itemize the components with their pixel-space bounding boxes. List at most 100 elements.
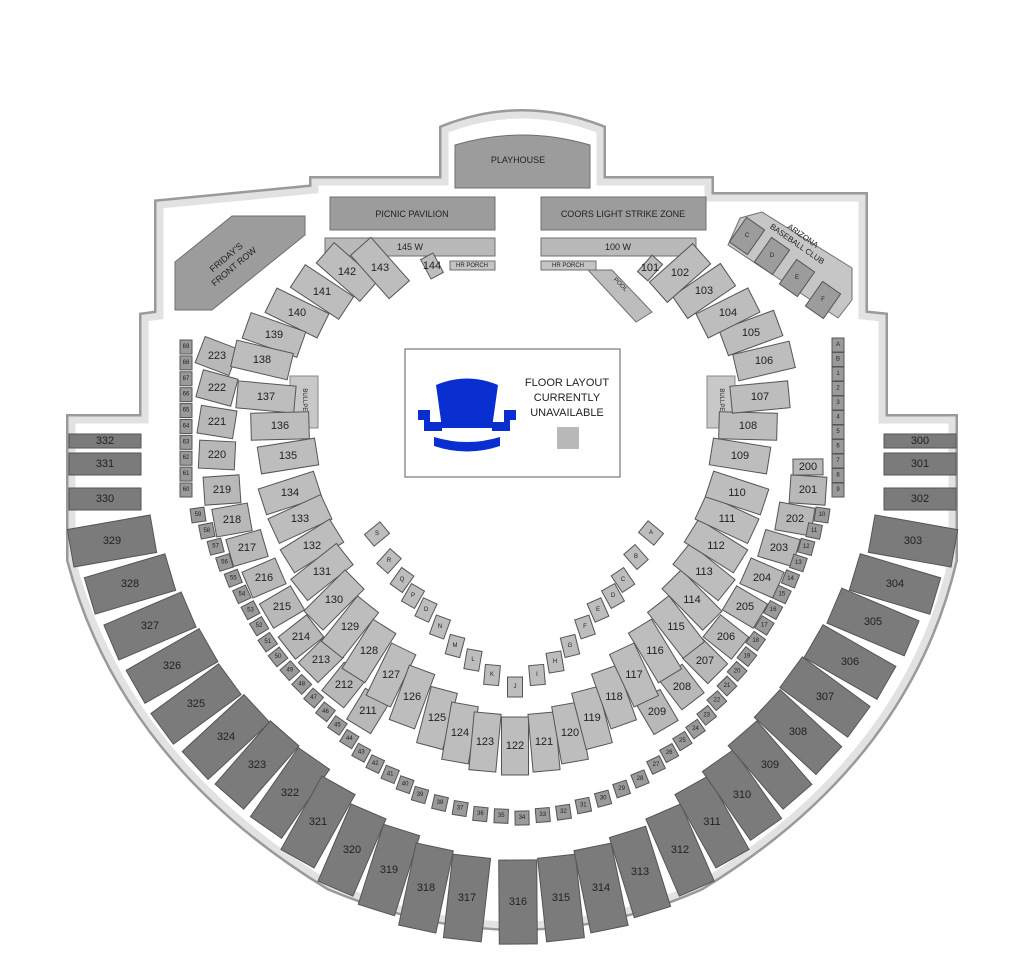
section-box-I[interactable]: I (528, 663, 546, 687)
section-shape[interactable] (695, 287, 761, 339)
section-309[interactable]: 309 (727, 720, 813, 810)
section-box-E[interactable]: E (586, 597, 610, 623)
section-shape[interactable] (774, 501, 816, 537)
suite-59[interactable]: 59 (189, 506, 207, 524)
section-118[interactable]: 118 (590, 664, 638, 730)
section-shape[interactable] (351, 742, 372, 763)
section-shape[interactable] (867, 514, 959, 568)
section-box-R[interactable]: R (376, 547, 402, 575)
section-131[interactable]: 131 (290, 542, 354, 602)
section-shape[interactable] (428, 614, 452, 640)
section-313[interactable]: 313 (608, 825, 672, 919)
section-shape[interactable] (716, 675, 738, 697)
section-shape[interactable] (483, 663, 501, 687)
suite-17[interactable]: 17 (754, 615, 775, 636)
section-shape[interactable] (267, 493, 333, 545)
section-125[interactable]: 125 (415, 685, 459, 751)
section-shape[interactable] (211, 502, 253, 538)
section-137[interactable]: 137 (235, 380, 297, 414)
section-shape[interactable] (685, 718, 706, 740)
section-shape[interactable] (289, 264, 355, 320)
section-coors-light-strike-zone[interactable] (540, 196, 707, 231)
section-shape[interactable] (179, 371, 193, 387)
section-shape[interactable] (803, 623, 897, 701)
section-324[interactable]: 324 (181, 693, 271, 781)
section-shape[interactable] (179, 434, 193, 450)
suite-62[interactable]: 62 (179, 450, 193, 466)
section-hr-porch-right[interactable] (540, 260, 597, 271)
suite-40[interactable]: 40 (395, 775, 415, 795)
section-218[interactable]: 218 (211, 502, 253, 538)
section-box-A[interactable]: A (637, 520, 665, 546)
section-317[interactable]: 317 (442, 853, 492, 943)
suite-47[interactable]: 47 (303, 687, 325, 709)
section-shape[interactable] (442, 853, 492, 943)
section-shape[interactable] (545, 650, 565, 674)
suite-15[interactable]: 15 (771, 584, 792, 605)
section-shape[interactable] (573, 842, 629, 934)
section-picnic-pavilion[interactable] (329, 196, 496, 231)
section-shape[interactable] (291, 673, 313, 695)
section-shape[interactable] (630, 769, 650, 789)
suite-66[interactable]: 66 (179, 387, 193, 403)
section-326[interactable]: 326 (125, 627, 219, 705)
section-302[interactable]: 302 (883, 487, 957, 511)
suite-12[interactable]: 12 (797, 537, 816, 557)
section-134[interactable]: 134 (257, 470, 323, 516)
section-202[interactable]: 202 (774, 501, 816, 537)
section-shape[interactable] (608, 825, 672, 919)
section-shape[interactable] (341, 618, 397, 684)
section-108[interactable]: 108 (718, 411, 778, 441)
section-shape[interactable] (636, 254, 664, 282)
section-shape[interactable] (214, 720, 300, 810)
section-shape[interactable] (788, 553, 808, 573)
section-shape[interactable] (125, 627, 219, 705)
section-shape[interactable] (179, 418, 193, 434)
section-shape[interactable] (195, 369, 239, 407)
section-shape[interactable] (600, 582, 626, 610)
section-143[interactable]: 143 (349, 236, 411, 300)
section-shape[interactable] (235, 380, 297, 414)
section-shape[interactable] (498, 859, 538, 945)
section-117[interactable]: 117 (608, 642, 660, 708)
section-shape[interactable] (826, 587, 920, 657)
section-110[interactable]: 110 (704, 470, 770, 516)
section-shape[interactable] (701, 748, 783, 842)
section-shape[interactable] (280, 775, 356, 869)
section-109[interactable]: 109 (708, 437, 772, 475)
suite-27[interactable]: 27 (645, 754, 667, 776)
section-pool[interactable] (586, 269, 653, 323)
section-shape[interactable] (395, 775, 415, 795)
suite-58[interactable]: 58 (198, 522, 216, 540)
section-shape[interactable] (66, 514, 158, 568)
section-shape[interactable] (778, 258, 816, 298)
section-132[interactable]: 132 (279, 518, 345, 574)
section-shape[interactable] (559, 633, 581, 659)
section-330[interactable]: 330 (68, 487, 142, 511)
section-shape[interactable] (68, 452, 142, 476)
suite-39[interactable]: 39 (410, 785, 430, 805)
suite-64[interactable]: 64 (179, 418, 193, 434)
section-206[interactable]: 206 (702, 614, 750, 660)
section-shape[interactable] (753, 236, 791, 276)
section-200[interactable]: 200 (792, 458, 824, 476)
section-119[interactable]: 119 (571, 685, 613, 751)
suite-14[interactable]: 14 (780, 569, 801, 589)
section-shape[interactable] (431, 794, 449, 812)
section-box-J[interactable]: J (507, 676, 523, 698)
section-205[interactable]: 205 (721, 585, 769, 629)
suite-53[interactable]: 53 (240, 600, 261, 621)
section-215[interactable]: 215 (258, 585, 306, 629)
section-126[interactable]: 126 (388, 664, 436, 730)
section-shape[interactable] (179, 403, 193, 419)
section-shape[interactable] (206, 537, 225, 556)
section-shape[interactable] (728, 216, 766, 256)
section-shape[interactable] (537, 853, 585, 943)
section-shape[interactable] (702, 614, 750, 660)
section-320[interactable]: 320 (317, 803, 387, 897)
section-shape[interactable] (732, 340, 796, 382)
section-301[interactable]: 301 (883, 452, 957, 476)
section-shape[interactable] (672, 730, 693, 752)
section-135[interactable]: 135 (256, 437, 320, 475)
section-shape[interactable] (376, 547, 402, 575)
